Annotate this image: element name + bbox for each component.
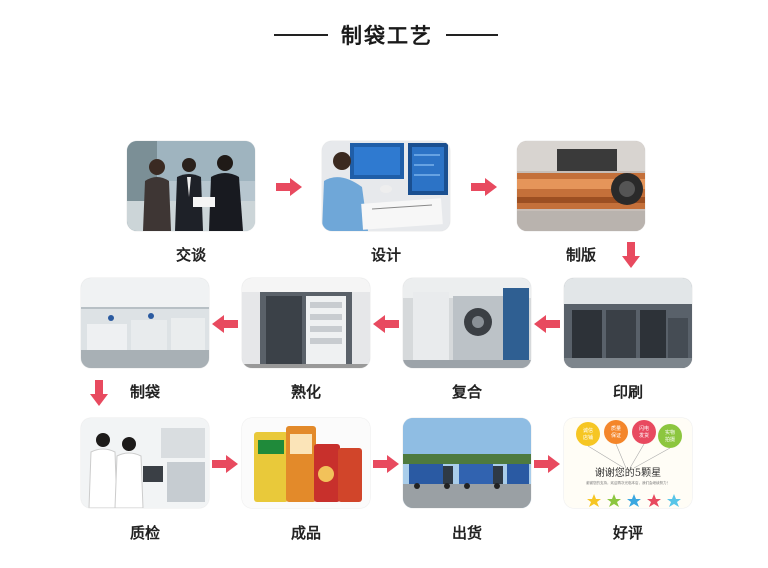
svg-text:质量: 质量	[611, 425, 621, 432]
step-image-review: 诚信 店铺 质量 保证 闪电 发货 实物 拍摄 谢谢您的5颗星 谢谢您的支持，欢…	[564, 418, 692, 508]
step-label-product: 成品	[290, 524, 321, 542]
step-label-cure: 熟化	[290, 383, 321, 401]
step-image-qc	[81, 418, 209, 508]
svg-text:诚信: 诚信	[583, 427, 593, 434]
title-left-rule	[274, 34, 328, 36]
step-image-print	[564, 278, 692, 368]
arrow-right-icon	[212, 455, 238, 473]
step-label-talk: 交谈	[175, 246, 206, 264]
title-right-rule	[446, 34, 498, 36]
step-image-cure	[242, 278, 370, 368]
svg-text:保证: 保证	[611, 432, 621, 439]
step-label-print: 印刷	[612, 383, 643, 401]
svg-text:谢谢您的5颗星: 谢谢您的5颗星	[595, 466, 661, 479]
section-header: 制袋工艺	[0, 18, 768, 50]
step-image-ship	[403, 418, 531, 508]
arrow-left-icon	[373, 315, 399, 333]
step-image-bagmaking	[81, 278, 209, 368]
step-image-laminate	[403, 278, 531, 368]
step-label-laminate: 复合	[451, 383, 482, 401]
svg-text:拍摄: 拍摄	[665, 436, 675, 443]
arrow-left-icon	[534, 315, 560, 333]
svg-text:闪电: 闪电	[639, 425, 649, 432]
step-label-bagmaking: 制袋	[129, 383, 160, 401]
arrow-right-icon	[471, 178, 497, 196]
step-image-product	[242, 418, 370, 508]
svg-text:店铺: 店铺	[583, 434, 593, 441]
step-label-design: 设计	[370, 246, 401, 264]
arrow-down-icon	[90, 380, 108, 406]
step-label-ship: 出货	[451, 524, 482, 542]
step-label-review: 好评	[612, 524, 643, 542]
arrow-down-icon	[622, 242, 640, 268]
arrow-left-icon	[212, 315, 238, 333]
step-image-plate	[517, 141, 645, 231]
step-image-design	[322, 141, 450, 231]
step-label-plate: 制版	[565, 246, 596, 264]
svg-text:谢谢您的支持，欢迎再次光临本店，我们会继续努力！: 谢谢您的支持，欢迎再次光临本店，我们会继续努力！	[586, 480, 670, 485]
svg-text:发货: 发货	[639, 432, 649, 439]
arrow-right-icon	[276, 178, 302, 196]
step-label-qc: 质检	[129, 524, 160, 542]
arrow-right-icon	[373, 455, 399, 473]
svg-text:实物: 实物	[665, 429, 675, 436]
step-image-talk	[127, 141, 255, 231]
arrow-right-icon	[534, 455, 560, 473]
page-title: 制袋工艺	[341, 24, 433, 48]
